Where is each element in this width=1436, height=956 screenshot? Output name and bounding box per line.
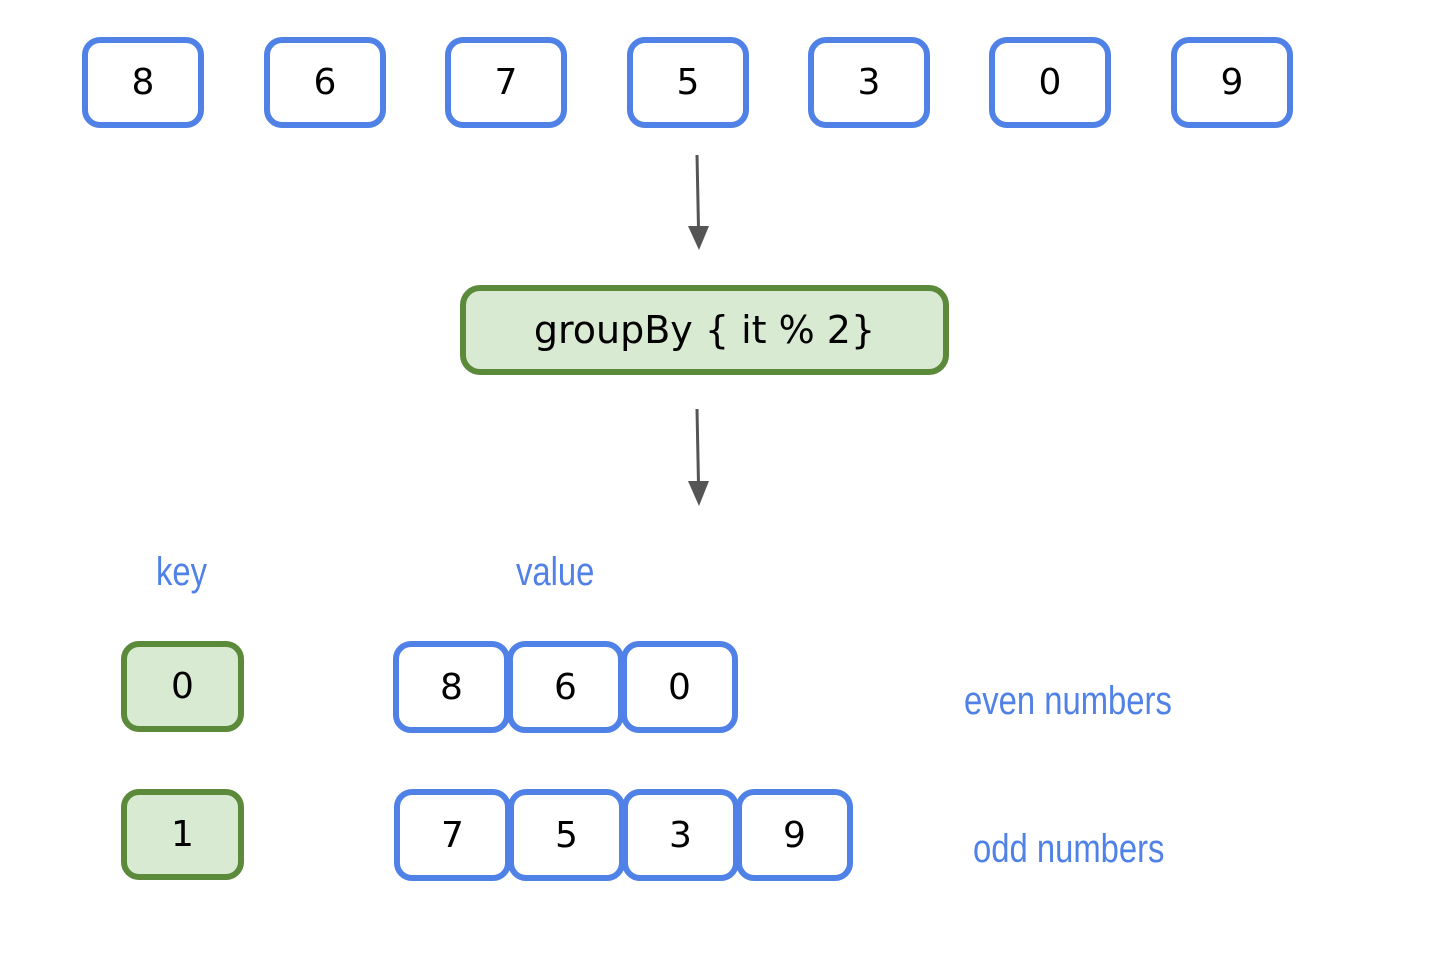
groupby-operation: groupBy { it % 2} [460, 285, 949, 375]
arrow-to-result [688, 408, 709, 506]
group-value-element: 9 [736, 789, 853, 881]
group-value-element: 8 [393, 641, 510, 733]
input-element: 5 [627, 37, 749, 128]
group-key-even: 0 [121, 641, 244, 732]
group-value-element: 0 [621, 641, 738, 733]
group-values-even: 8 6 0 [393, 641, 738, 733]
group-key-odd: 1 [121, 789, 244, 880]
input-element: 8 [82, 37, 204, 128]
input-element: 3 [808, 37, 930, 128]
group-value-element: 6 [507, 641, 624, 733]
input-element: 0 [989, 37, 1111, 128]
input-element: 9 [1171, 37, 1293, 128]
group-value-element: 7 [394, 789, 511, 881]
arrow-to-operation [688, 154, 709, 250]
group-values-odd: 7 5 3 9 [394, 789, 853, 881]
group-value-element: 5 [508, 789, 625, 881]
input-element: 6 [264, 37, 386, 128]
group-value-element: 3 [622, 789, 739, 881]
key-header: key [156, 550, 208, 594]
odd-numbers-label: odd numbers [973, 827, 1165, 871]
value-header: value [516, 550, 595, 594]
even-numbers-label: even numbers [964, 679, 1172, 723]
input-element: 7 [445, 37, 567, 128]
